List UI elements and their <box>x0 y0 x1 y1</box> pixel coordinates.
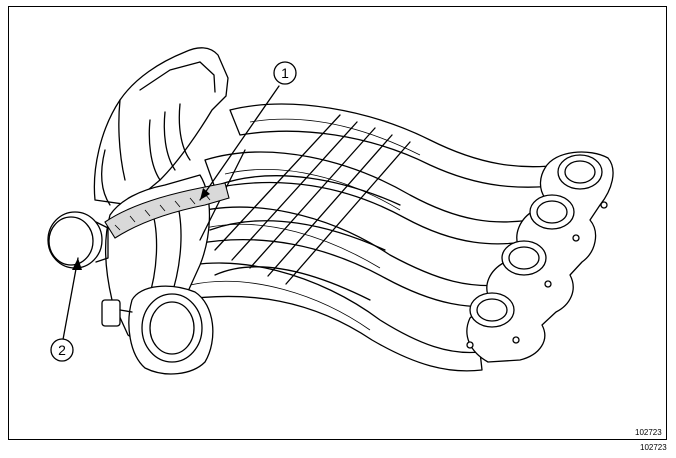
reference-number-outer: 102723 <box>640 443 667 452</box>
callout-2-label: 2 <box>58 342 66 358</box>
arrow-head-2 <box>72 258 82 270</box>
reference-number-inner: 102723 <box>635 428 662 437</box>
throttle-body <box>101 285 214 375</box>
air-box <box>93 47 229 206</box>
blanking-plug <box>47 211 109 269</box>
leader-lines <box>61 85 280 346</box>
callout-2: 2 <box>50 338 74 362</box>
callout-1-label: 1 <box>281 65 289 81</box>
arrow-head-1 <box>200 188 210 200</box>
intake-runners <box>169 103 566 372</box>
breather-hose <box>104 182 230 239</box>
callout-1: 1 <box>273 61 297 85</box>
cylinder-head-flange <box>466 151 614 363</box>
